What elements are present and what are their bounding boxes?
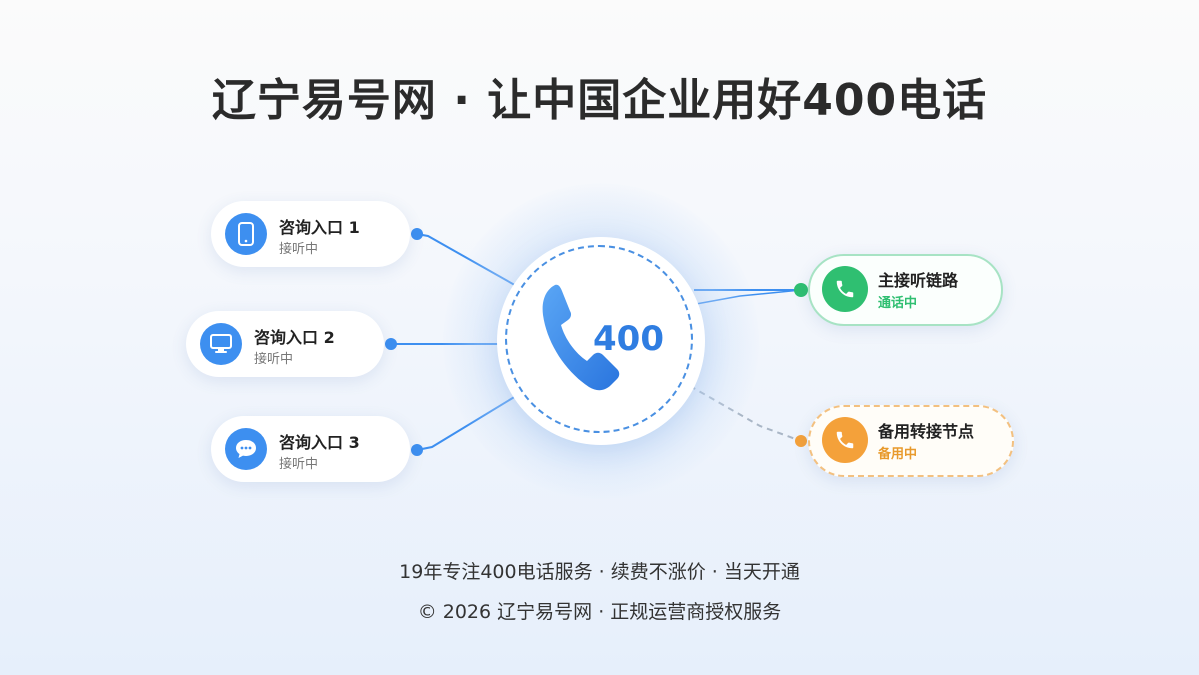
backup-link-status: 备用中 <box>878 447 918 462</box>
entry-label: 咨询入口 2 <box>254 328 335 347</box>
chat-icon <box>225 428 267 470</box>
page-title: 辽宁易号网 · 让中国企业用好400电话 <box>211 75 988 126</box>
link-dot-main <box>794 283 808 297</box>
hub-400[interactable]: 400 <box>497 237 705 445</box>
backup-link-card[interactable]: 备用转接节点 备用中 <box>808 405 1014 477</box>
hub-dashed-ring <box>505 245 693 433</box>
entry-card-2[interactable]: 咨询入口 2 接听中 <box>186 311 384 377</box>
phone-icon <box>822 266 868 312</box>
monitor-icon <box>200 323 242 365</box>
entry-card-1[interactable]: 咨询入口 1 接听中 <box>211 201 410 267</box>
backup-link-label: 备用转接节点 <box>878 422 975 441</box>
entry-status: 接听中 <box>279 242 319 257</box>
entry-status: 接听中 <box>279 457 319 472</box>
entry-card-3[interactable]: 咨询入口 3 接听中 <box>211 416 410 482</box>
footer-copyright: © 2026 辽宁易号网 · 正规运营商授权服务 <box>417 601 782 623</box>
main-link-card[interactable]: 主接听链路 通话中 <box>808 254 1003 326</box>
mobile-icon <box>225 213 267 255</box>
entry-label: 咨询入口 1 <box>279 218 360 237</box>
main-link-label: 主接听链路 <box>878 271 959 290</box>
link-dot-entry-1 <box>411 228 423 240</box>
footer-slogan: 19年专注400电话服务 · 续费不涨价 · 当天开通 <box>399 561 800 583</box>
hub-number: 400 <box>593 319 664 359</box>
link-dot-entry-2 <box>385 338 397 350</box>
phone-icon <box>822 417 868 463</box>
phone-icon <box>542 284 620 391</box>
entry-status: 接听中 <box>254 352 294 367</box>
entry-label: 咨询入口 3 <box>279 433 360 452</box>
main-link-status: 通话中 <box>878 296 918 311</box>
link-dot-backup <box>795 435 807 447</box>
link-dot-entry-3 <box>411 444 423 456</box>
